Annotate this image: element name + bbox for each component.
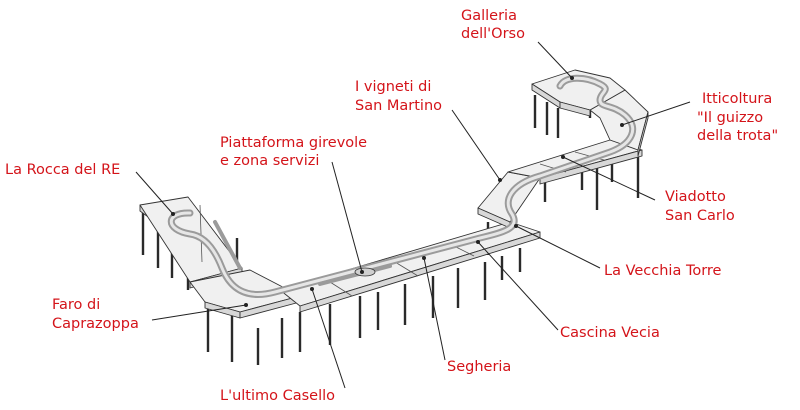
label-cascina-line1: Cascina Vecia	[560, 325, 660, 341]
label-itticoltura-line2: "Il guizzo	[697, 110, 763, 126]
label-vigneti-line1: I vigneti di	[355, 79, 431, 95]
label-faro-line2: Caprazoppa	[52, 316, 139, 332]
label-rocca-line1: La Rocca del RE	[5, 162, 120, 178]
label-piattaforma: Piattaforma girevole e zona servizi	[220, 135, 367, 169]
label-vecchia-torre-line1: La Vecchia Torre	[604, 263, 722, 279]
label-faro-line1: Faro di	[52, 297, 100, 313]
label-viadotto: Viadotto San Carlo	[665, 189, 735, 224]
label-itticoltura: Itticoltura "Il guizzo della trota"	[697, 91, 778, 144]
label-itticoltura-line3: della trota"	[697, 128, 778, 144]
label-cascina: Cascina Vecia	[560, 325, 660, 341]
label-vigneti: I vigneti di San Martino	[355, 79, 442, 114]
label-casello-line1: L'ultimo Casello	[220, 388, 335, 404]
label-viadotto-line2: San Carlo	[665, 208, 735, 224]
label-segheria-line1: Segheria	[447, 359, 511, 375]
label-itticoltura-line1: Itticoltura	[702, 91, 772, 107]
label-casello: L'ultimo Casello	[220, 388, 335, 404]
label-galleria-line1: Galleria	[461, 8, 517, 24]
leader-lines	[135, 41, 691, 389]
label-galleria-line2: dell'Orso	[461, 26, 525, 42]
label-vigneti-line2: San Martino	[355, 98, 442, 114]
label-piattaforma-line2: e zona servizi	[220, 153, 319, 169]
label-faro: Faro di Caprazoppa	[52, 297, 139, 332]
label-piattaforma-line1: Piattaforma girevole	[220, 135, 367, 151]
track-plan	[167, 74, 637, 298]
label-galleria: Galleria dell'Orso	[461, 8, 525, 42]
label-viadotto-line1: Viadotto	[665, 189, 726, 205]
label-vecchia-torre: La Vecchia Torre	[604, 263, 722, 279]
label-segheria: Segheria	[447, 359, 511, 375]
label-rocca: La Rocca del RE	[5, 162, 120, 178]
